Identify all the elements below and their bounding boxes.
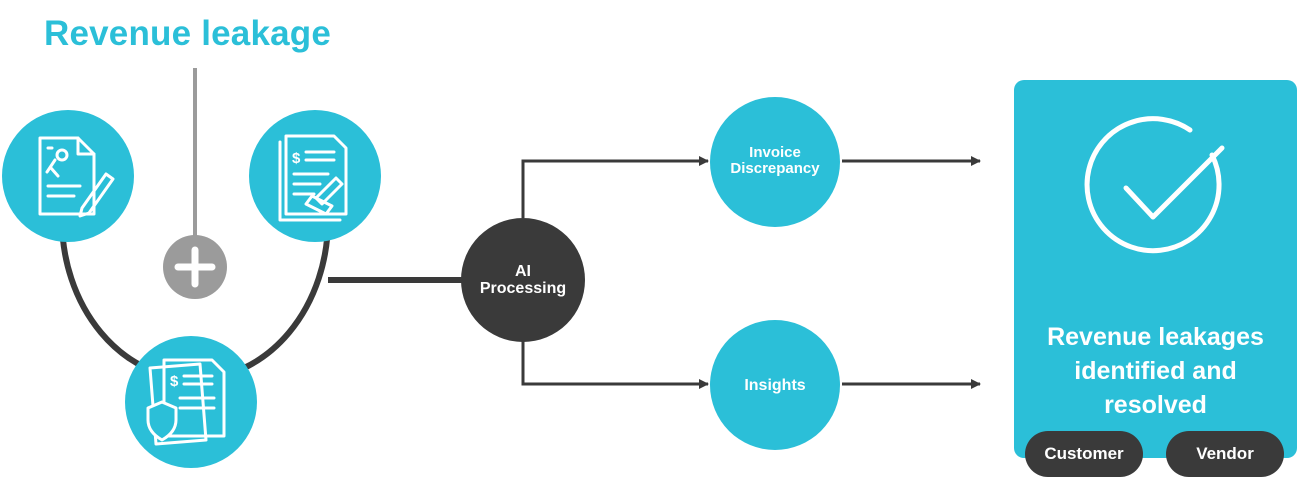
ai-processing-line1: AI [515,263,531,280]
contract-wrench-icon [2,110,134,242]
svg-text:$: $ [292,150,301,167]
vendor-pill: Vendor [1166,431,1284,477]
ai-processing-node [461,218,585,342]
result-panel [1014,80,1297,458]
checkmark-icon [1084,116,1225,254]
insights-label: Insights [744,377,806,394]
result-heading: Revenue leakages identified and resolved [1014,320,1297,422]
invoice-discrepancy-label: Invoice Discrepancy [710,145,840,177]
branch-to-insights-arrow [521,340,709,389]
result-line1: Revenue leakages [1047,323,1264,351]
insights-node [710,320,840,450]
ai-processing-line2: Processing [479,280,567,297]
result-line2: identified and [1074,357,1237,385]
diagram-title: Revenue leakage [44,14,332,53]
plus-icon [163,235,227,299]
customer-pill: Customer [1025,431,1143,477]
ai-processing-label: AI Processing [461,263,585,297]
invoice-discrepancy-line1: Invoice [749,144,801,161]
invoice-shield-icon: $ [125,336,257,468]
invoice-stamp-icon: $ [249,110,381,242]
svg-text:$: $ [170,373,179,390]
invoice-discrepancy-line2: Discrepancy [730,160,820,177]
invoice-discrepancy-node [710,97,840,227]
result-line3: resolved [1104,391,1207,419]
branch-to-invoice-arrow [521,156,709,218]
